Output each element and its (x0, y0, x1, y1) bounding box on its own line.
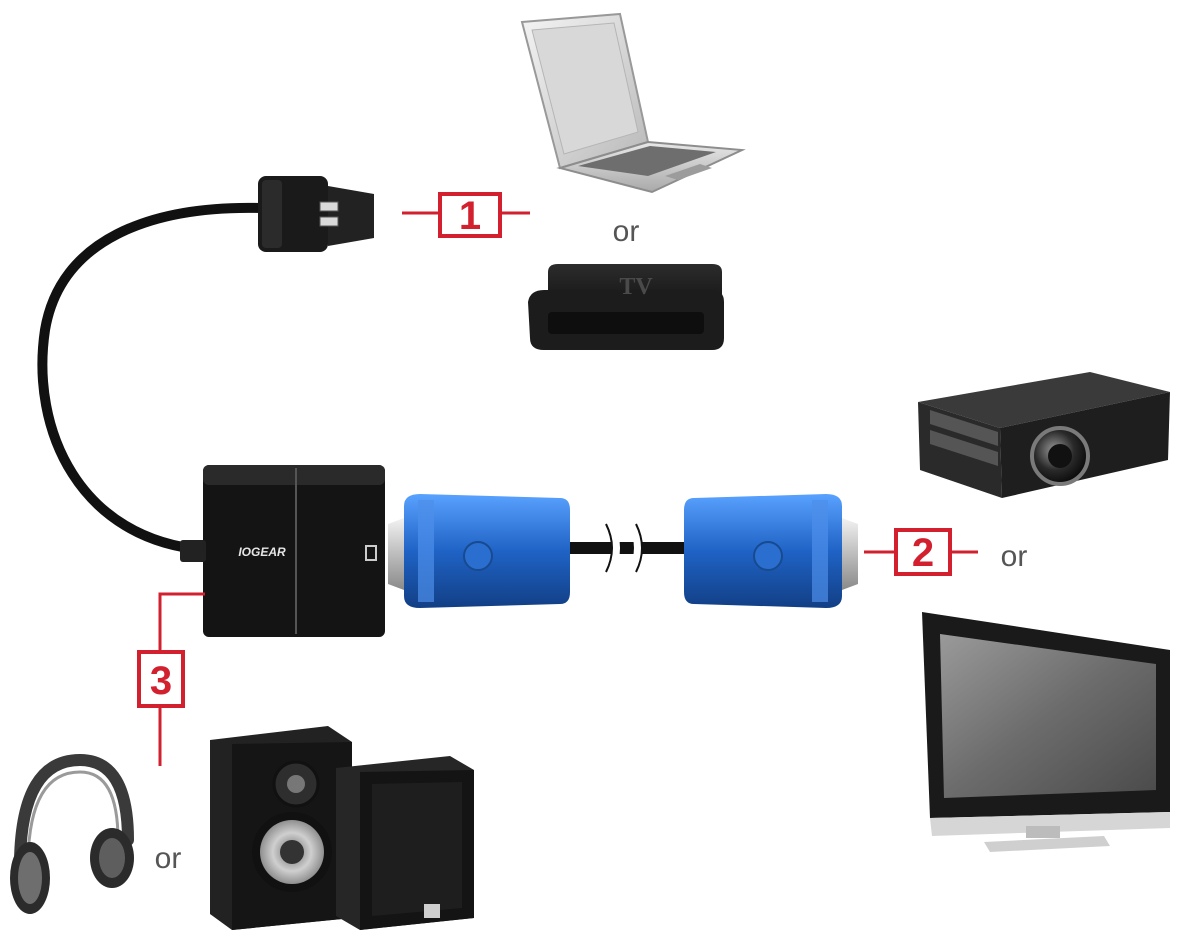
display-or-label: or (1001, 540, 1028, 573)
step-3-number: 3 (150, 659, 172, 703)
flat-screen-tv-icon (922, 612, 1170, 852)
step-2-callout: 2 (864, 530, 978, 575)
media-box-label: TV (619, 274, 653, 300)
hdmi-plug-icon (258, 176, 374, 252)
media-box-icon: TV (528, 264, 724, 350)
adapter-icon: IOGEAR (180, 465, 385, 637)
step-1-number: 1 (459, 194, 481, 238)
source-or-label: or (613, 215, 640, 248)
vga-cable-icon (388, 494, 858, 608)
audio-or-label: or (155, 842, 182, 875)
headphones-icon (10, 760, 134, 914)
laptop-icon (522, 14, 742, 192)
step-1-callout: 1 (402, 194, 530, 238)
adapter-brand: IOGEAR (238, 545, 286, 559)
step-3-callout: 3 (139, 594, 205, 766)
step-2-number: 2 (912, 531, 934, 575)
projector-icon (918, 372, 1170, 498)
speakers-icon (210, 726, 474, 930)
